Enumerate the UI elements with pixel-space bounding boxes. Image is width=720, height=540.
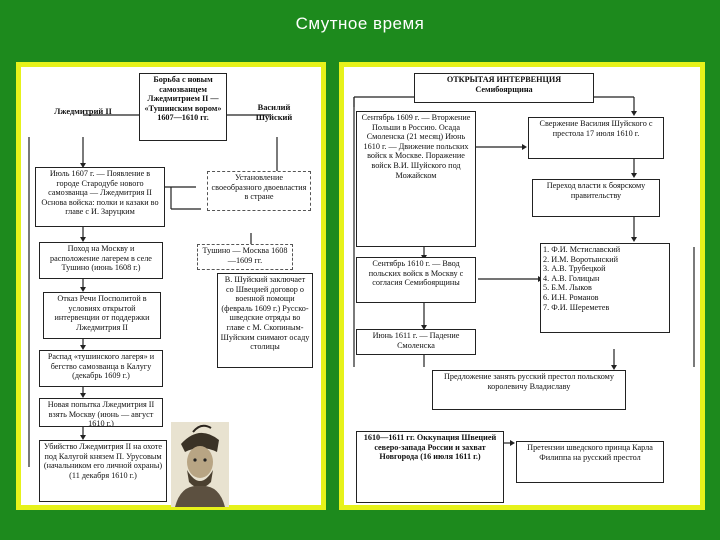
box-offer-vladislav: Предложение занять русский престол польс… [432, 370, 626, 410]
label-false-dmitry: Лжедмитрий II [54, 107, 112, 116]
false-dmitry-portrait [171, 422, 229, 507]
right-header-box: ОТКРЫТАЯ ИНТЕРВЕНЦИЯ Семибоярщина [414, 73, 594, 103]
label-vasily-shuisky: Василий Шуйский [255, 103, 293, 122]
right-connector-lines [353, 96, 695, 446]
boyar-item: 6. И.Н. Романов [543, 292, 599, 302]
box-march-moscow: Поход на Москву и расположение лагерем в… [39, 242, 163, 279]
box-dual-power: Установление своеобразного двоевластия в… [207, 171, 311, 211]
left-panel: Борьба с новым самозванцем Лжедмитрием I… [16, 62, 326, 510]
boyar-item: 3. А.В. Трубецкой [543, 264, 606, 274]
boyar-item: 5. Б.М. Лыков [543, 283, 592, 293]
box-shuisky-sweden: В. Шуйский заключает со Швецией договор … [217, 273, 313, 368]
box-power-transfer: Переход власти к боярскому правительству [532, 179, 660, 217]
box-tushino-collapse: Распад «тушинского лагеря» и бегство сам… [39, 350, 163, 387]
box-refusal-poland: Отказ Речи Посполитой в условиях открыто… [43, 292, 161, 339]
box-fall-smolensk: Июнь 1611 г. — Падение Смоленска [356, 329, 476, 355]
boyar-item: 2. И.М. Воротынский [543, 254, 618, 264]
box-swedish-occupation: 1610—1611 гг. Оккупация Швецией северо-з… [356, 431, 504, 503]
page-title: Смутное время [295, 14, 425, 33]
box-invasion-1609: Сентябрь 1609 г. — Вторжение Польши в Ро… [356, 111, 476, 247]
box-swedish-claims: Претензии шведского принца Карла Филиппа… [516, 441, 664, 483]
boyar-item: 1. Ф.И. Мстиславский [543, 245, 621, 254]
box-murder: Убийство Лжедмитрия II на охоте под Калу… [39, 440, 167, 502]
boyars-list: 1. Ф.И. Мстиславский 2. И.М. Воротынский… [540, 243, 670, 333]
box-sept-1610: Сентябрь 1610 г. — Ввод польских войск в… [356, 257, 476, 303]
boyar-item: 4. А.В. Голицын [543, 273, 600, 283]
right-panel: ОТКРЫТАЯ ИНТЕРВЕНЦИЯ Семибоярщина Сентяб… [339, 62, 705, 510]
box-tushino-moscow: Тушино — Москва 1608—1609 гг. [197, 244, 293, 270]
box-new-attempt: Новая попытка Лжедмитрия II взять Москву… [39, 398, 163, 427]
seven-boyars-subtitle: Семибоярщина [475, 84, 533, 94]
boyar-item: 7. Ф.И. Шереметев [543, 302, 610, 312]
box-overthrow-shuisky: Свержение Василия Шуйского с престола 17… [528, 117, 664, 159]
open-intervention-title: ОТКРЫТАЯ ИНТЕРВЕНЦИЯ [446, 75, 562, 84]
box-july-1607: Июль 1607 г. — Появление в городе Старод… [35, 167, 165, 227]
left-header-box: Борьба с новым самозванцем Лжедмитрием I… [139, 73, 227, 141]
